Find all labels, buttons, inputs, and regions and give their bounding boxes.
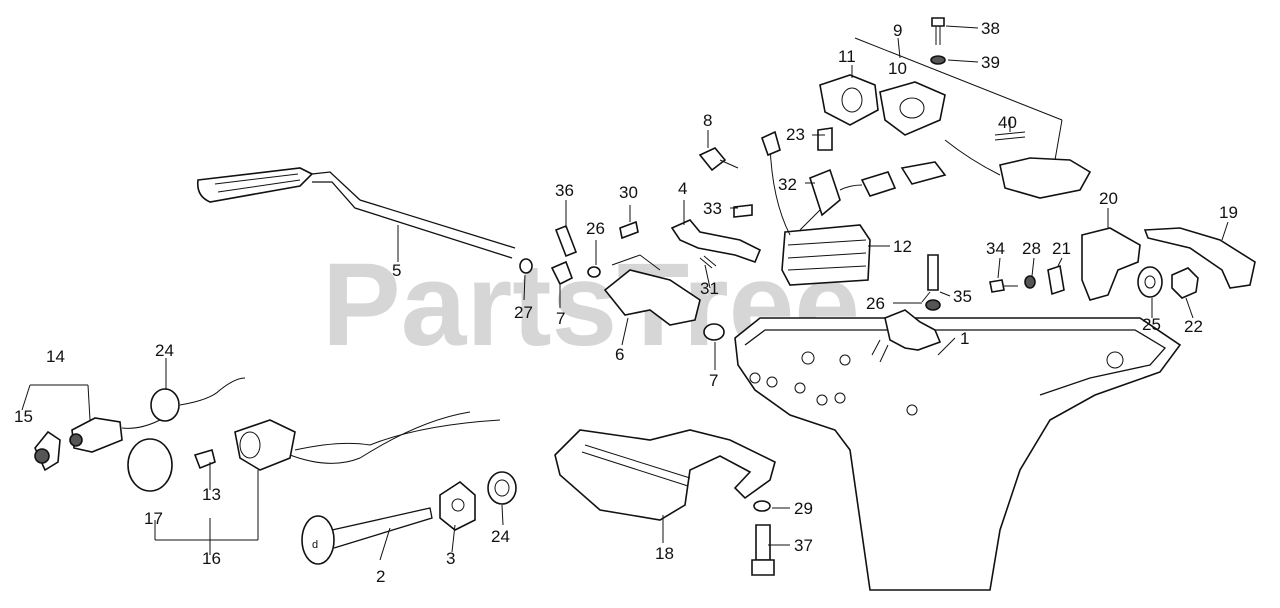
callout-17: 17 (144, 509, 163, 528)
callout-5: 5 (392, 261, 401, 280)
callout-34: 34 (986, 239, 1005, 258)
callout-3: 3 (446, 549, 455, 568)
callout-8: 8 (703, 111, 712, 130)
callout-1: 1 (960, 329, 969, 348)
callout-31: 31 (700, 279, 719, 298)
callout-36: 36 (555, 181, 574, 200)
callout-37: 37 (794, 536, 813, 555)
throttle-shaft: d (301, 507, 433, 565)
callout-40: 40 (998, 113, 1017, 132)
callout-32: 32 (778, 175, 797, 194)
callout-4: 4 (678, 179, 687, 198)
nut-24-lower (487, 471, 517, 505)
callout-26-b: 26 (866, 294, 885, 313)
bracket-parts (519, 147, 762, 341)
callout-28: 28 (1022, 239, 1041, 258)
callout-18: 18 (655, 544, 674, 563)
callout-6: 6 (615, 345, 624, 364)
lower-cover-housing (734, 317, 1182, 591)
callout-27: 27 (514, 303, 533, 322)
callout-14: 14 (46, 347, 65, 366)
nut-3 (439, 481, 476, 531)
callout-23: 23 (786, 125, 805, 144)
callout-13: 13 (202, 485, 221, 504)
callout-labels: 1 2 3 4 5 6 7 7 8 9 10 11 12 13 14 15 16… (14, 19, 1238, 586)
callout-24-b: 24 (491, 527, 510, 546)
callout-15: 15 (14, 407, 33, 426)
switch-assembly (34, 377, 501, 492)
svg-text:d: d (312, 539, 318, 551)
callout-39: 39 (981, 53, 1000, 72)
ignition-assembly (761, 74, 1092, 286)
callout-7-a: 7 (556, 309, 565, 328)
callout-19: 19 (1219, 203, 1238, 222)
callout-10: 10 (888, 59, 907, 78)
callout-22: 22 (1184, 317, 1203, 336)
callout-30: 30 (619, 183, 638, 202)
callout-25: 25 (1142, 315, 1161, 334)
callout-20: 20 (1099, 189, 1118, 208)
callout-2: 2 (376, 567, 385, 586)
callout-26-a: 26 (586, 219, 605, 238)
callout-38: 38 (981, 19, 1000, 38)
carry-handle (554, 429, 776, 521)
callout-29: 29 (794, 499, 813, 518)
callout-9: 9 (893, 21, 902, 40)
callout-11: 11 (838, 47, 856, 66)
callout-24-a: 24 (155, 341, 174, 360)
bolt-37 (751, 500, 775, 576)
callout-33: 33 (703, 199, 722, 218)
tiller-handle (196, 167, 516, 259)
callout-7-b: 7 (709, 371, 718, 390)
callout-12: 12 (893, 237, 912, 256)
right-side-parts (871, 17, 1256, 363)
callout-35: 35 (953, 287, 972, 306)
callout-21: 21 (1052, 239, 1071, 258)
leader-lines (21, 25, 1229, 561)
callout-16: 16 (202, 549, 221, 568)
